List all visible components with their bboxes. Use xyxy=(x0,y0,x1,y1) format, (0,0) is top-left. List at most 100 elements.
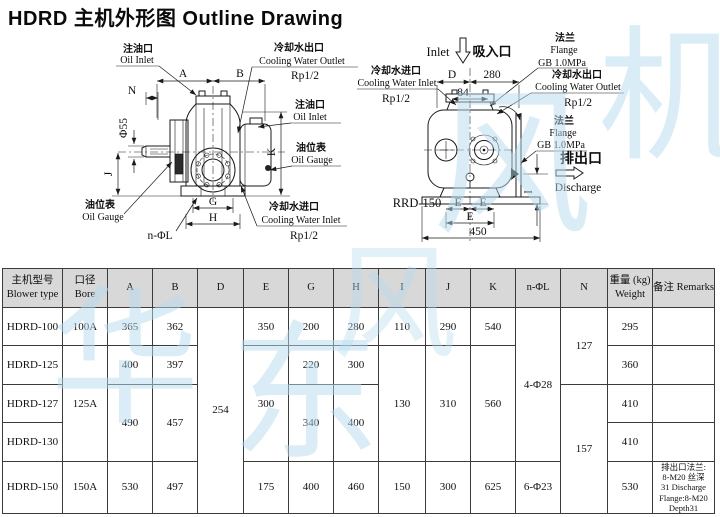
column-header: B xyxy=(152,268,198,308)
table-cell: 6-Φ23 xyxy=(515,461,561,514)
oil-gauge-right-label-zh: 油位表 xyxy=(296,141,327,154)
flange-right-label-en: Flange xyxy=(549,128,577,139)
oil-inlet-right-label-en: Oil Inlet xyxy=(293,112,327,123)
column-header: 口径 Bore xyxy=(62,268,108,308)
cooling-water-inlet-label-zh: 冷却水进口 xyxy=(269,200,319,213)
inlet-arrow-icon xyxy=(455,37,471,64)
dim-b-label: B xyxy=(236,68,244,80)
table-cell xyxy=(652,384,715,423)
dim-e-right-label: E xyxy=(479,197,486,209)
table-cell: 397 xyxy=(152,345,198,385)
flange-top-label-zh: 法兰 xyxy=(555,31,575,44)
rotation-arrow-icon xyxy=(498,106,521,121)
discharge-port-marker xyxy=(511,168,519,180)
dim-k-label: K xyxy=(266,147,278,156)
table-row: HDRD-130 410 xyxy=(2,422,715,462)
flange-right-label-zh: 法兰 xyxy=(554,114,574,127)
table-cell: 365 xyxy=(107,307,153,346)
table-cell: 125A xyxy=(62,345,108,462)
table-cell: 300 xyxy=(425,461,471,514)
oil-gauge-right-label-en: Oil Gauge xyxy=(291,155,333,166)
column-header: 备注 Remarks xyxy=(652,268,715,308)
table-cell: 150A xyxy=(62,461,108,514)
column-header: N xyxy=(560,268,608,308)
table-cell: 300 xyxy=(243,345,289,462)
side-view-drawing: Inlet 吸入口 D 280 84 xyxy=(357,31,624,242)
side-cooling-outlet-label-en: Cooling Water Outlet xyxy=(535,82,621,93)
column-header: 主机型号 Blower type xyxy=(2,268,63,308)
column-header: E xyxy=(243,268,289,308)
table-cell: 200 xyxy=(288,307,334,346)
table-cell: 157 xyxy=(560,384,608,514)
inlet-label-en: Inlet xyxy=(427,45,450,59)
table-cell: 排出口法兰: 8-M20 丝深 31 Discharge Flange:8-M2… xyxy=(652,461,715,514)
dim-a-label: A xyxy=(179,68,188,80)
cooling-water-outlet-label-en: Cooling Water Outlet xyxy=(259,56,345,67)
dim-d-label: D xyxy=(448,69,456,81)
column-header: A xyxy=(107,268,153,308)
column-header: D xyxy=(197,268,244,308)
table-cell xyxy=(652,307,715,346)
column-header: J xyxy=(425,268,471,308)
table-cell: 490 xyxy=(107,384,153,462)
table-cell: HDRD-130 xyxy=(2,422,63,462)
table-cell: 625 xyxy=(470,461,516,514)
table-cell: 530 xyxy=(107,461,153,514)
column-header: n-ΦL xyxy=(515,268,561,308)
table-cell: 340 xyxy=(288,384,334,462)
column-header: K xyxy=(470,268,516,308)
outline-drawings: A B N Φ55 J K G H n-ΦL 注油口 Oil Inlet 冷却水… xyxy=(82,31,624,242)
oil-gauge-left-label-zh: 油位表 xyxy=(85,198,116,211)
table-cell: 175 xyxy=(243,461,289,514)
discharge-arrow-icon xyxy=(555,166,584,180)
table-cell: 457 xyxy=(152,384,198,462)
table-cell: 295 xyxy=(607,307,653,346)
cooling-water-outlet-size: Rp1/2 xyxy=(291,70,319,82)
dim-h-label: H xyxy=(209,212,217,224)
side-cooling-outlet-size: Rp1/2 xyxy=(564,97,592,109)
discharge-label-zh: 排出口 xyxy=(560,150,602,167)
table-cell: HDRD-100 xyxy=(2,307,63,346)
table-cell: 560 xyxy=(470,345,516,462)
dim-g-label: G xyxy=(209,196,217,208)
column-header: I xyxy=(378,268,426,308)
side-cooling-outlet-label-zh: 冷却水出口 xyxy=(552,68,602,81)
table-cell: 410 xyxy=(607,422,653,462)
dim-e-total-label: E xyxy=(466,211,473,223)
side-cooling-inlet-label-en: Cooling Water Inlet xyxy=(358,78,437,89)
table-cell: 497 xyxy=(152,461,198,514)
table-cell: 300 xyxy=(333,345,379,385)
side-cooling-inlet-label-zh: 冷却水进口 xyxy=(371,64,421,77)
table-cell: 400 xyxy=(107,345,153,385)
table-cell: 110 xyxy=(378,307,426,346)
front-view-drawing: A B N Φ55 J K G H n-ΦL 注油口 Oil Inlet 冷却水… xyxy=(82,41,358,242)
table-cell: 100A xyxy=(62,307,108,346)
table-cell: 254 xyxy=(197,307,244,514)
oil-inlet-top-label-en: Oil Inlet xyxy=(120,55,154,66)
table-cell: 410 xyxy=(607,384,653,423)
dim-e-left-label: E xyxy=(454,197,461,209)
table-cell: 4-Φ28 xyxy=(515,307,561,462)
dim-i-label: I xyxy=(523,190,535,194)
table-cell: 350 xyxy=(243,307,289,346)
table-cell: 400 xyxy=(288,461,334,514)
table-cell: 362 xyxy=(152,307,198,346)
discharge-label-en: Discharge xyxy=(555,182,601,194)
oil-inlet-top-label-zh: 注油口 xyxy=(123,42,153,55)
table-cell: 540 xyxy=(470,307,516,346)
table-cell: 127 xyxy=(560,307,608,385)
table-cell: 530 xyxy=(607,461,653,514)
flange-top-label-en: Flange xyxy=(550,45,578,56)
table-cell: 460 xyxy=(333,461,379,514)
table-cell: 310 xyxy=(425,345,471,462)
dim-j-label: J xyxy=(103,171,115,176)
cooling-water-inlet-size: Rp1/2 xyxy=(290,230,318,242)
table-cell: 360 xyxy=(607,345,653,385)
table-cell: 280 xyxy=(333,307,379,346)
dim-n-label: N xyxy=(128,85,137,97)
